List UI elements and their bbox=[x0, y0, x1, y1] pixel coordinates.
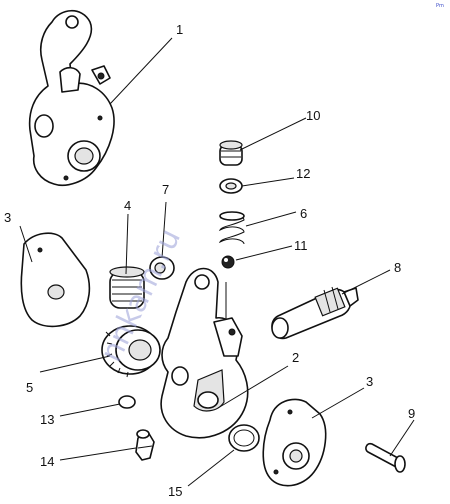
callout-8: 8 bbox=[394, 260, 401, 275]
callout-3-left: 3 bbox=[4, 210, 11, 225]
part-10-spring bbox=[219, 140, 243, 166]
callout-4: 4 bbox=[124, 198, 131, 213]
callout-10: 10 bbox=[306, 108, 320, 123]
part-11-ball bbox=[221, 255, 235, 269]
callout-1: 1 bbox=[176, 22, 183, 37]
part-15-o-ring bbox=[228, 424, 260, 452]
leader-lines bbox=[19, 37, 415, 487]
part-1-upper-lever bbox=[28, 9, 115, 186]
callout-9: 9 bbox=[408, 406, 415, 421]
callout-12: 12 bbox=[296, 166, 310, 181]
part-14-grease-nipple bbox=[135, 429, 155, 461]
callout-5: 5 bbox=[26, 380, 33, 395]
callout-3-right: 3 bbox=[366, 374, 373, 389]
part-9-pin bbox=[365, 442, 406, 473]
part-12-washer bbox=[219, 178, 243, 194]
part-2-lever-body bbox=[160, 267, 249, 439]
callout-2: 2 bbox=[292, 350, 299, 365]
callout-13: 13 bbox=[40, 412, 54, 427]
part-5-worm-wheel bbox=[101, 325, 161, 378]
part-13-plug bbox=[118, 395, 136, 409]
part-4-worm-gear bbox=[109, 266, 145, 309]
callout-7: 7 bbox=[162, 182, 169, 197]
callout-labels: 1 2 3 3 4 5 6 7 8 9 10 11 12 13 14 15 bbox=[4, 22, 415, 499]
part-3-left-cover bbox=[20, 232, 91, 328]
corner-mark: Pm bbox=[436, 3, 444, 9]
part-6-spring bbox=[218, 211, 245, 245]
callout-14: 14 bbox=[40, 454, 54, 469]
part-8-worm-shaft bbox=[271, 286, 359, 340]
callout-15: 15 bbox=[168, 484, 182, 499]
callout-6: 6 bbox=[300, 206, 307, 221]
part-3-right-cover bbox=[262, 398, 327, 487]
callout-11: 11 bbox=[294, 238, 308, 253]
